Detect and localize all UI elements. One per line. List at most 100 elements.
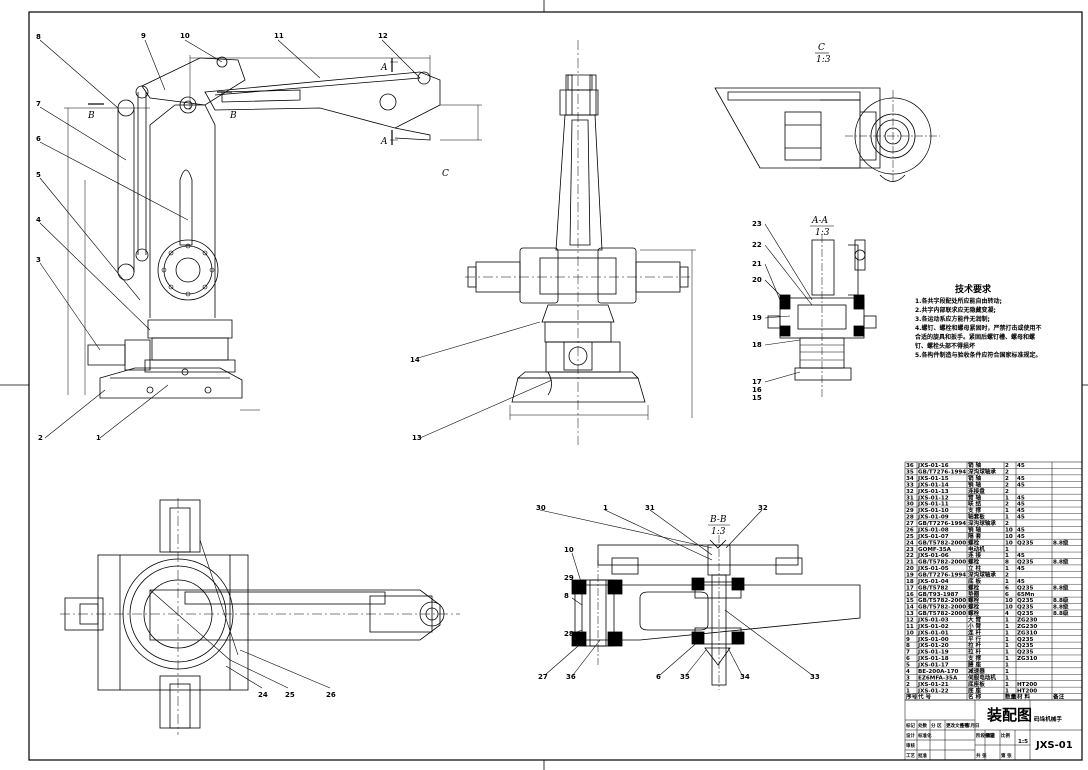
balloon-28: 28	[564, 630, 574, 638]
tech-req-item: 钉、螺栓头部不得损坏	[915, 342, 975, 350]
bom-cell: 2	[1005, 502, 1009, 508]
front-view-leaders	[39, 39, 421, 439]
bom-cell: ZG310	[1017, 630, 1037, 636]
bom-cell: 2	[1005, 489, 1009, 495]
bom-cell: 隔 套	[968, 532, 982, 540]
balloon-18: 18	[752, 341, 762, 349]
scale-value: 1:5	[1018, 739, 1028, 745]
bom-cell: GB/T5782	[918, 585, 948, 591]
bom-cell: JXS-01-14	[917, 482, 949, 488]
bom-cell: 1	[1005, 630, 1009, 636]
bom-cell: 销 轴	[968, 474, 982, 482]
title-block-label: 更改文件号	[946, 722, 969, 729]
bom-cell: 45	[1017, 553, 1025, 559]
bom-cell: 1	[1005, 624, 1009, 630]
bom-cell: 连 杆	[968, 628, 982, 636]
bom-cell: 65Mn	[1017, 592, 1034, 598]
bom-cell: 27	[906, 521, 914, 527]
tech-req-item: 合适的旋具和扳手。紧固后螺钉槽、螺母和螺	[915, 333, 1035, 341]
bom-cell: 支 撑	[967, 506, 982, 514]
bom-cell: 45	[1017, 527, 1025, 533]
bom-cell: BE-200A-170	[918, 669, 959, 675]
bom-cell: ZG230	[1017, 624, 1037, 630]
cut-marker-b-left: B	[87, 111, 95, 121]
bom-cell: 25	[906, 534, 914, 540]
cut-marker-a-top: A	[380, 63, 388, 73]
cut-marker-b-right: B	[229, 111, 237, 121]
section-a-a-scale: 1:3	[815, 228, 830, 238]
bom-cell: 臂 轴	[968, 493, 982, 501]
balloon-1: 1	[96, 434, 101, 442]
bom-cell: 20	[906, 566, 914, 572]
balloon-17: 17	[752, 378, 762, 386]
bom-cell: 30	[906, 502, 914, 508]
balloon-7: 7	[36, 100, 41, 108]
detail-c-scale: 1:3	[816, 55, 831, 65]
bom-cell: 立 柱	[968, 564, 982, 572]
title-block-label: 审核	[906, 742, 915, 749]
bom-cell: JXS-01-09	[917, 515, 949, 521]
bom-cell: 31	[906, 495, 914, 501]
balloon-8: 8	[36, 33, 41, 41]
bom-cell: 2	[1005, 463, 1009, 469]
bom-cell: Q235	[1017, 605, 1034, 611]
bom-cell: JXS-01-12	[917, 495, 949, 501]
balloon-10-bb: 10	[564, 546, 574, 554]
bom-cell: GB/T7276-1994	[918, 470, 966, 476]
bom-cell: 轴套板	[968, 513, 985, 521]
bom-cell: JXS-01-02	[917, 624, 949, 630]
bom-cell: Q235	[1017, 650, 1034, 656]
bom-cell: 5	[906, 663, 910, 669]
detail-c-label: C	[818, 43, 825, 53]
title-block-frame	[904, 699, 1083, 761]
section-a-a-label: A-A	[811, 216, 829, 226]
bom-cell: GB/T5782-2000	[918, 560, 966, 566]
bom-cell: Q235	[1017, 611, 1034, 617]
balloon-21: 21	[752, 260, 762, 268]
bom-cell: 45	[1017, 502, 1025, 508]
front-view	[64, 55, 482, 411]
bom-cell: 2	[906, 682, 910, 688]
bom-cell: GOMF-35A	[918, 547, 952, 553]
bom-cell: 8.8级	[1053, 603, 1069, 611]
balloon-32: 32	[758, 504, 768, 512]
bom-cell: 伺服电动机	[967, 673, 996, 681]
bom-cell: 1	[1005, 663, 1009, 669]
balloon-30: 30	[536, 504, 546, 512]
bom-cell: 销 轴	[968, 461, 982, 469]
balloon-8-bb: 8	[564, 592, 569, 600]
bom-cell: JXS-01-03	[917, 618, 949, 624]
bom-cell: 12	[906, 618, 914, 624]
bom-cell: 10	[1005, 527, 1013, 533]
balloon-16: 16	[752, 386, 762, 394]
bom-header-cell: 序号	[906, 693, 918, 701]
bom-cell: 2	[1005, 521, 1009, 527]
balloon-13: 13	[412, 434, 422, 442]
bom-cell: 15	[906, 598, 914, 604]
bom-cell: 螺栓	[968, 596, 980, 604]
bom-cell: 32	[906, 489, 914, 495]
tech-req-item: 4.螺钉、螺栓和螺母紧固时，严禁打击或使用不	[915, 324, 1041, 332]
bom-cell: 底 座	[968, 686, 982, 694]
bom-cell: JXS-01-05	[917, 566, 949, 572]
bom-cell: 拉 杆	[968, 641, 982, 649]
title-block-label: 共 张	[976, 752, 987, 759]
bom-cell: JXS-01-21	[917, 682, 949, 688]
bom-cell: GB/T5782-2000	[918, 611, 966, 617]
bom-cell: 减速器	[968, 667, 985, 675]
balloon-35: 35	[680, 673, 690, 681]
bom-cell: 1	[1005, 508, 1009, 514]
tech-req-item: 5.各构件制造与验收条件应符合国家标准规定。	[915, 351, 1041, 359]
bom-cell: JXS-01-01	[917, 630, 949, 636]
bom-cell: 6	[1005, 585, 1009, 591]
bom-cell: 螺栓	[968, 603, 980, 611]
bom-cell: JXS-01-15	[917, 476, 949, 482]
balloon-34: 34	[740, 673, 750, 681]
bom-cell: 1	[1005, 682, 1009, 688]
bom-cell: 26	[906, 527, 914, 533]
bom-cell: 4	[906, 669, 910, 675]
side-view	[465, 40, 696, 445]
bom-cell: 1	[1005, 669, 1009, 675]
bom-cell: 45	[1017, 515, 1025, 521]
tech-req-item: 1.各共字段配处所应能自由转动;	[915, 297, 1002, 305]
